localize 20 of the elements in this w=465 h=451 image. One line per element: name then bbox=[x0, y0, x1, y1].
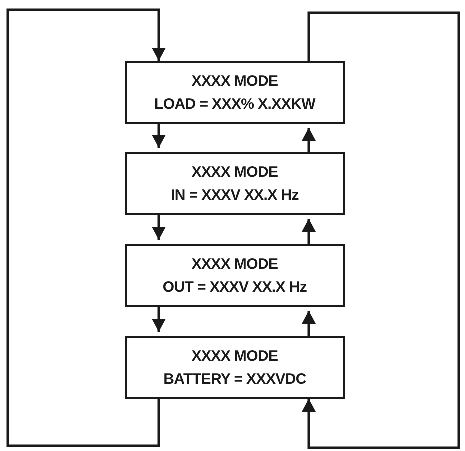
reading-text: BATTERY = XXXVDC bbox=[164, 370, 306, 388]
reading-text: IN = XXXV XX.X Hz bbox=[171, 186, 299, 204]
mode-text: XXXX MODE bbox=[192, 256, 278, 272]
reading-text: OUT = XXXV XX.X Hz bbox=[162, 278, 308, 296]
display-screen-box bbox=[125, 152, 345, 215]
arrow bbox=[302, 311, 316, 336]
arrow bbox=[152, 124, 166, 148]
display-screen-box bbox=[125, 336, 345, 399]
arrow bbox=[152, 307, 166, 332]
reading-text: LOAD = XXX% X.XXKW bbox=[154, 96, 316, 112]
mode-text: XXXX MODE bbox=[192, 164, 278, 180]
mode-text: XXXX MODE bbox=[192, 72, 278, 90]
arrow bbox=[6, 8, 166, 448]
arrow bbox=[302, 219, 316, 244]
mode-text: XXXX MODE bbox=[192, 348, 278, 364]
display-screen-box bbox=[125, 61, 345, 124]
arrow bbox=[302, 128, 316, 152]
display-screen-box bbox=[125, 244, 345, 307]
arrow bbox=[302, 12, 460, 450]
arrow bbox=[152, 215, 166, 240]
